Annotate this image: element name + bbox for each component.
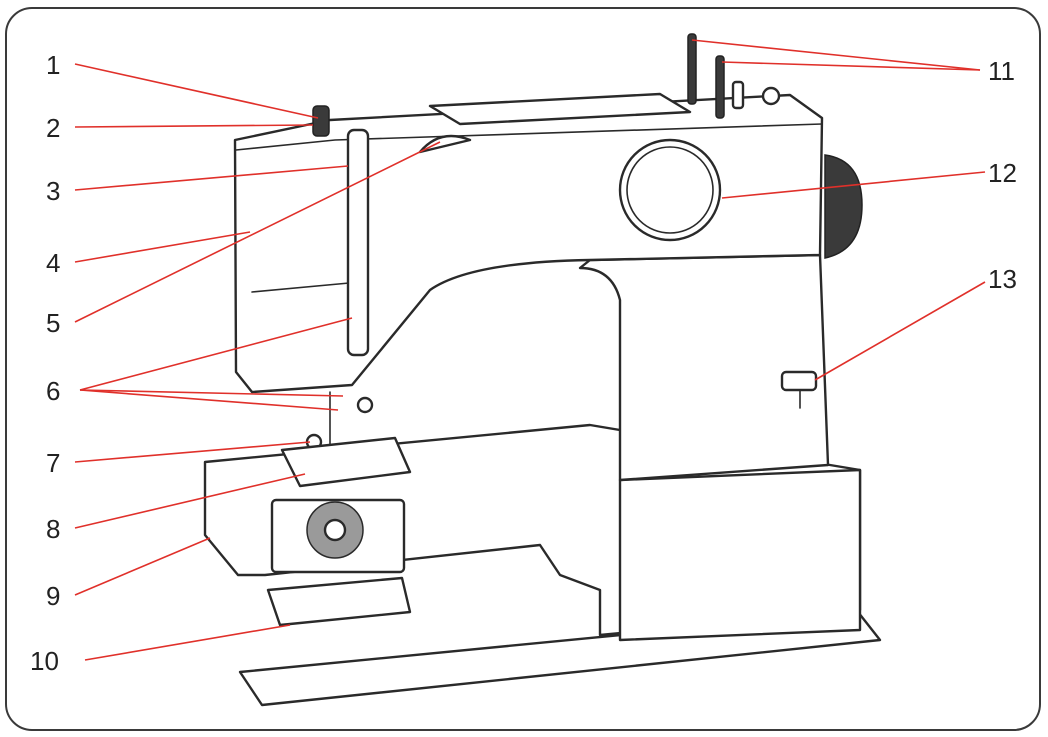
- spool-pin-right: [715, 55, 725, 119]
- sewing-machine: [203, 33, 882, 707]
- leader-8: [74, 473, 306, 529]
- needle-plate: [280, 436, 412, 488]
- callout-12: 12: [988, 158, 1017, 188]
- head-seam: [251, 281, 361, 293]
- shuttle-cover: [266, 576, 412, 627]
- callout-10: 10: [30, 646, 59, 676]
- top-screw: [761, 86, 781, 106]
- pattern-dial-outer: [618, 138, 722, 242]
- bobbin-winder-spindle: [312, 105, 330, 137]
- spool-pin-left: [687, 33, 697, 105]
- leader-11a: [691, 39, 981, 71]
- leader-1: [74, 63, 319, 119]
- leader-12: [721, 171, 986, 199]
- leader-4: [74, 231, 251, 263]
- leader-9: [74, 537, 211, 596]
- callout-11: 11: [988, 56, 1015, 86]
- callout-2: 2: [46, 113, 60, 143]
- bobbin-center: [323, 518, 347, 542]
- needle-clamp-screw: [356, 396, 374, 414]
- arm-top-edge: [235, 123, 823, 151]
- leader-13: [814, 281, 986, 381]
- callout-6: 6: [46, 376, 60, 406]
- leader-11b: [721, 61, 981, 71]
- callout-13: 13: [988, 264, 1017, 294]
- spool-pin-holder: [731, 80, 745, 110]
- callout-3: 3: [46, 176, 60, 206]
- hand-wheel: [824, 154, 863, 259]
- leader-6b: [79, 389, 344, 397]
- callout-7: 7: [46, 448, 60, 478]
- machine-pillar: [578, 253, 830, 482]
- callout-numbers: 1 2 3 4 5 6 7 8 9 10 11 12 13: [30, 50, 1017, 676]
- leader-5: [74, 141, 441, 323]
- leader-3: [74, 165, 349, 191]
- callout-9: 9: [46, 581, 60, 611]
- top-thread-plate: [428, 92, 692, 126]
- callout-leaders: [74, 39, 986, 661]
- leader-2: [74, 124, 314, 128]
- base-right-block: [618, 468, 862, 642]
- stitch-lever-knob: [780, 370, 818, 392]
- callout-1: 1: [46, 50, 60, 80]
- leader-6a: [79, 317, 353, 391]
- callout-8: 8: [46, 514, 60, 544]
- leader-7: [74, 441, 311, 463]
- callout-4: 4: [46, 248, 60, 278]
- callout-5: 5: [46, 308, 60, 338]
- leader-10: [84, 624, 291, 661]
- tension-dial-top: [418, 134, 472, 154]
- pattern-dial-inner: [626, 146, 714, 234]
- thread-take-up-column: [346, 128, 370, 357]
- leader-6c: [79, 389, 339, 411]
